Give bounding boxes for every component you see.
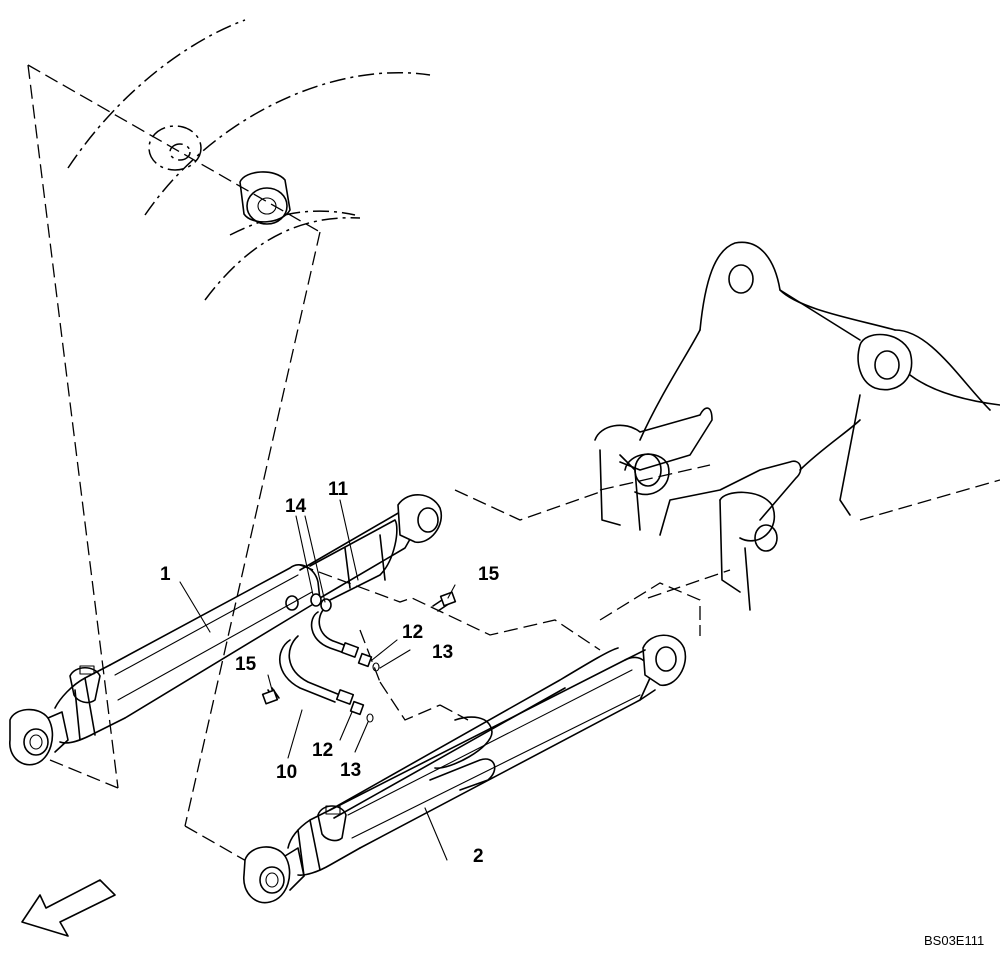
front-direction-arrow-icon [21, 879, 116, 937]
hose-assembly [261, 591, 457, 723]
callout-12-upper: 12 [402, 622, 423, 643]
callout-1: 1 [160, 564, 171, 585]
phantom-boom [67, 19, 431, 301]
alignment-lines [27, 64, 1000, 863]
callout-10: 10 [276, 762, 297, 783]
callouts: 1 2 10 11 12 12 13 13 14 15 15 [160, 479, 500, 867]
callout-15-lower: 15 [235, 654, 257, 675]
leader-lines [179, 499, 456, 861]
figure-code: BS03E111 [924, 933, 984, 948]
bucket [594, 241, 1000, 611]
callout-15-upper: 15 [478, 564, 500, 585]
bucket-cylinder-1 [9, 494, 443, 766]
bucket-cylinder-2 [243, 634, 687, 904]
callout-13-lower: 13 [340, 760, 361, 781]
callout-11: 11 [328, 479, 349, 500]
boom-bushing [239, 171, 291, 225]
callout-12-lower: 12 [312, 740, 333, 761]
callout-2: 2 [473, 846, 484, 867]
callout-14: 14 [285, 496, 307, 517]
callout-13-upper: 13 [432, 642, 453, 663]
